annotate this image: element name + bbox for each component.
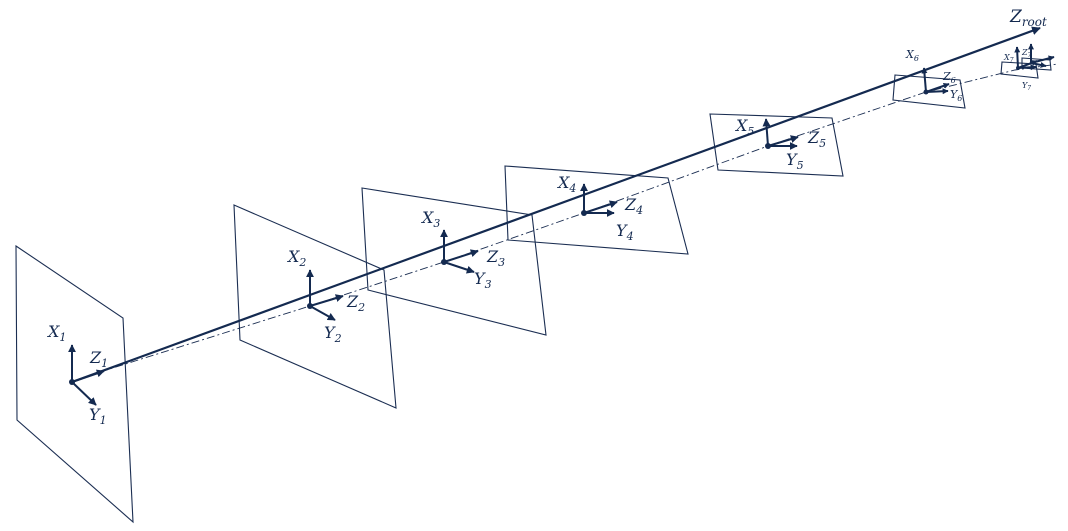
z-axis-6 (925, 82, 950, 93)
frame-5-y-label: Y5 (786, 150, 804, 172)
root-axis-label: Zroot (1009, 7, 1047, 29)
z-axis-4 (583, 200, 618, 214)
frame-7-x-label: X7 (1003, 53, 1014, 64)
frame-5-z-label: Z5 (807, 128, 826, 150)
frame-6-x-label: X6 (905, 48, 919, 63)
frame-2-y-label: Y2 (324, 323, 342, 345)
frame-7-y-label: Y7 (1022, 81, 1031, 92)
y-axis-6 (925, 88, 949, 95)
frame-4-x-label: X4 (556, 173, 576, 195)
frame-4-y-label: Y4 (616, 221, 634, 243)
root-axis-subscript: root (1022, 15, 1047, 29)
frame-1-x-label: X1 (46, 322, 66, 344)
frame-plane-3 (361, 187, 547, 336)
frame-6-z-label: Z6 (942, 70, 956, 85)
frame-plane-4 (504, 165, 689, 255)
frame-plane-1 (15, 244, 134, 524)
frame-1-z-label: Z1 (89, 348, 108, 370)
y-axis-7b (1030, 61, 1047, 68)
z-axis-5 (767, 135, 799, 147)
frame-7-z-label: Z7 (1021, 48, 1032, 59)
x-axis-6 (921, 67, 928, 93)
y-axis-2 (309, 305, 336, 321)
frame-plane-5 (709, 113, 844, 177)
frame-3-z-label: Z3 (486, 247, 505, 269)
frame-2-x-label: X2 (286, 247, 306, 269)
x-axis-7 (1014, 46, 1021, 69)
z-axis-2 (309, 294, 344, 307)
frame-planes (15, 57, 1052, 524)
frame-4-z-label: Z4 (624, 195, 643, 217)
frame-1-y-label: Y1 (89, 405, 107, 427)
chain-line (99, 63, 1059, 373)
z-axis-1 (71, 369, 105, 383)
frame-plane-2 (233, 204, 397, 409)
frame-axes (68, 43, 1055, 406)
frame-plane-6 (892, 74, 966, 109)
frame-5-x-label: X5 (734, 116, 754, 138)
frame-6-y-label: Y6 (950, 88, 962, 103)
z-axis-7b (1030, 55, 1055, 64)
frame-plane-7a (1000, 61, 1039, 79)
x-axis-5 (762, 118, 771, 147)
frame-3-x-label: X3 (420, 208, 440, 230)
frame-3-y-label: Y3 (474, 269, 492, 291)
y-axis-1 (71, 381, 97, 406)
root-axis-letter: Z (1009, 7, 1023, 27)
y-axis-3 (443, 261, 475, 274)
z-axis-3 (443, 249, 479, 263)
frame-2-z-label: Z2 (346, 292, 365, 314)
frame-plane-7b (1021, 57, 1052, 71)
root-z-axis (71, 26, 1041, 384)
